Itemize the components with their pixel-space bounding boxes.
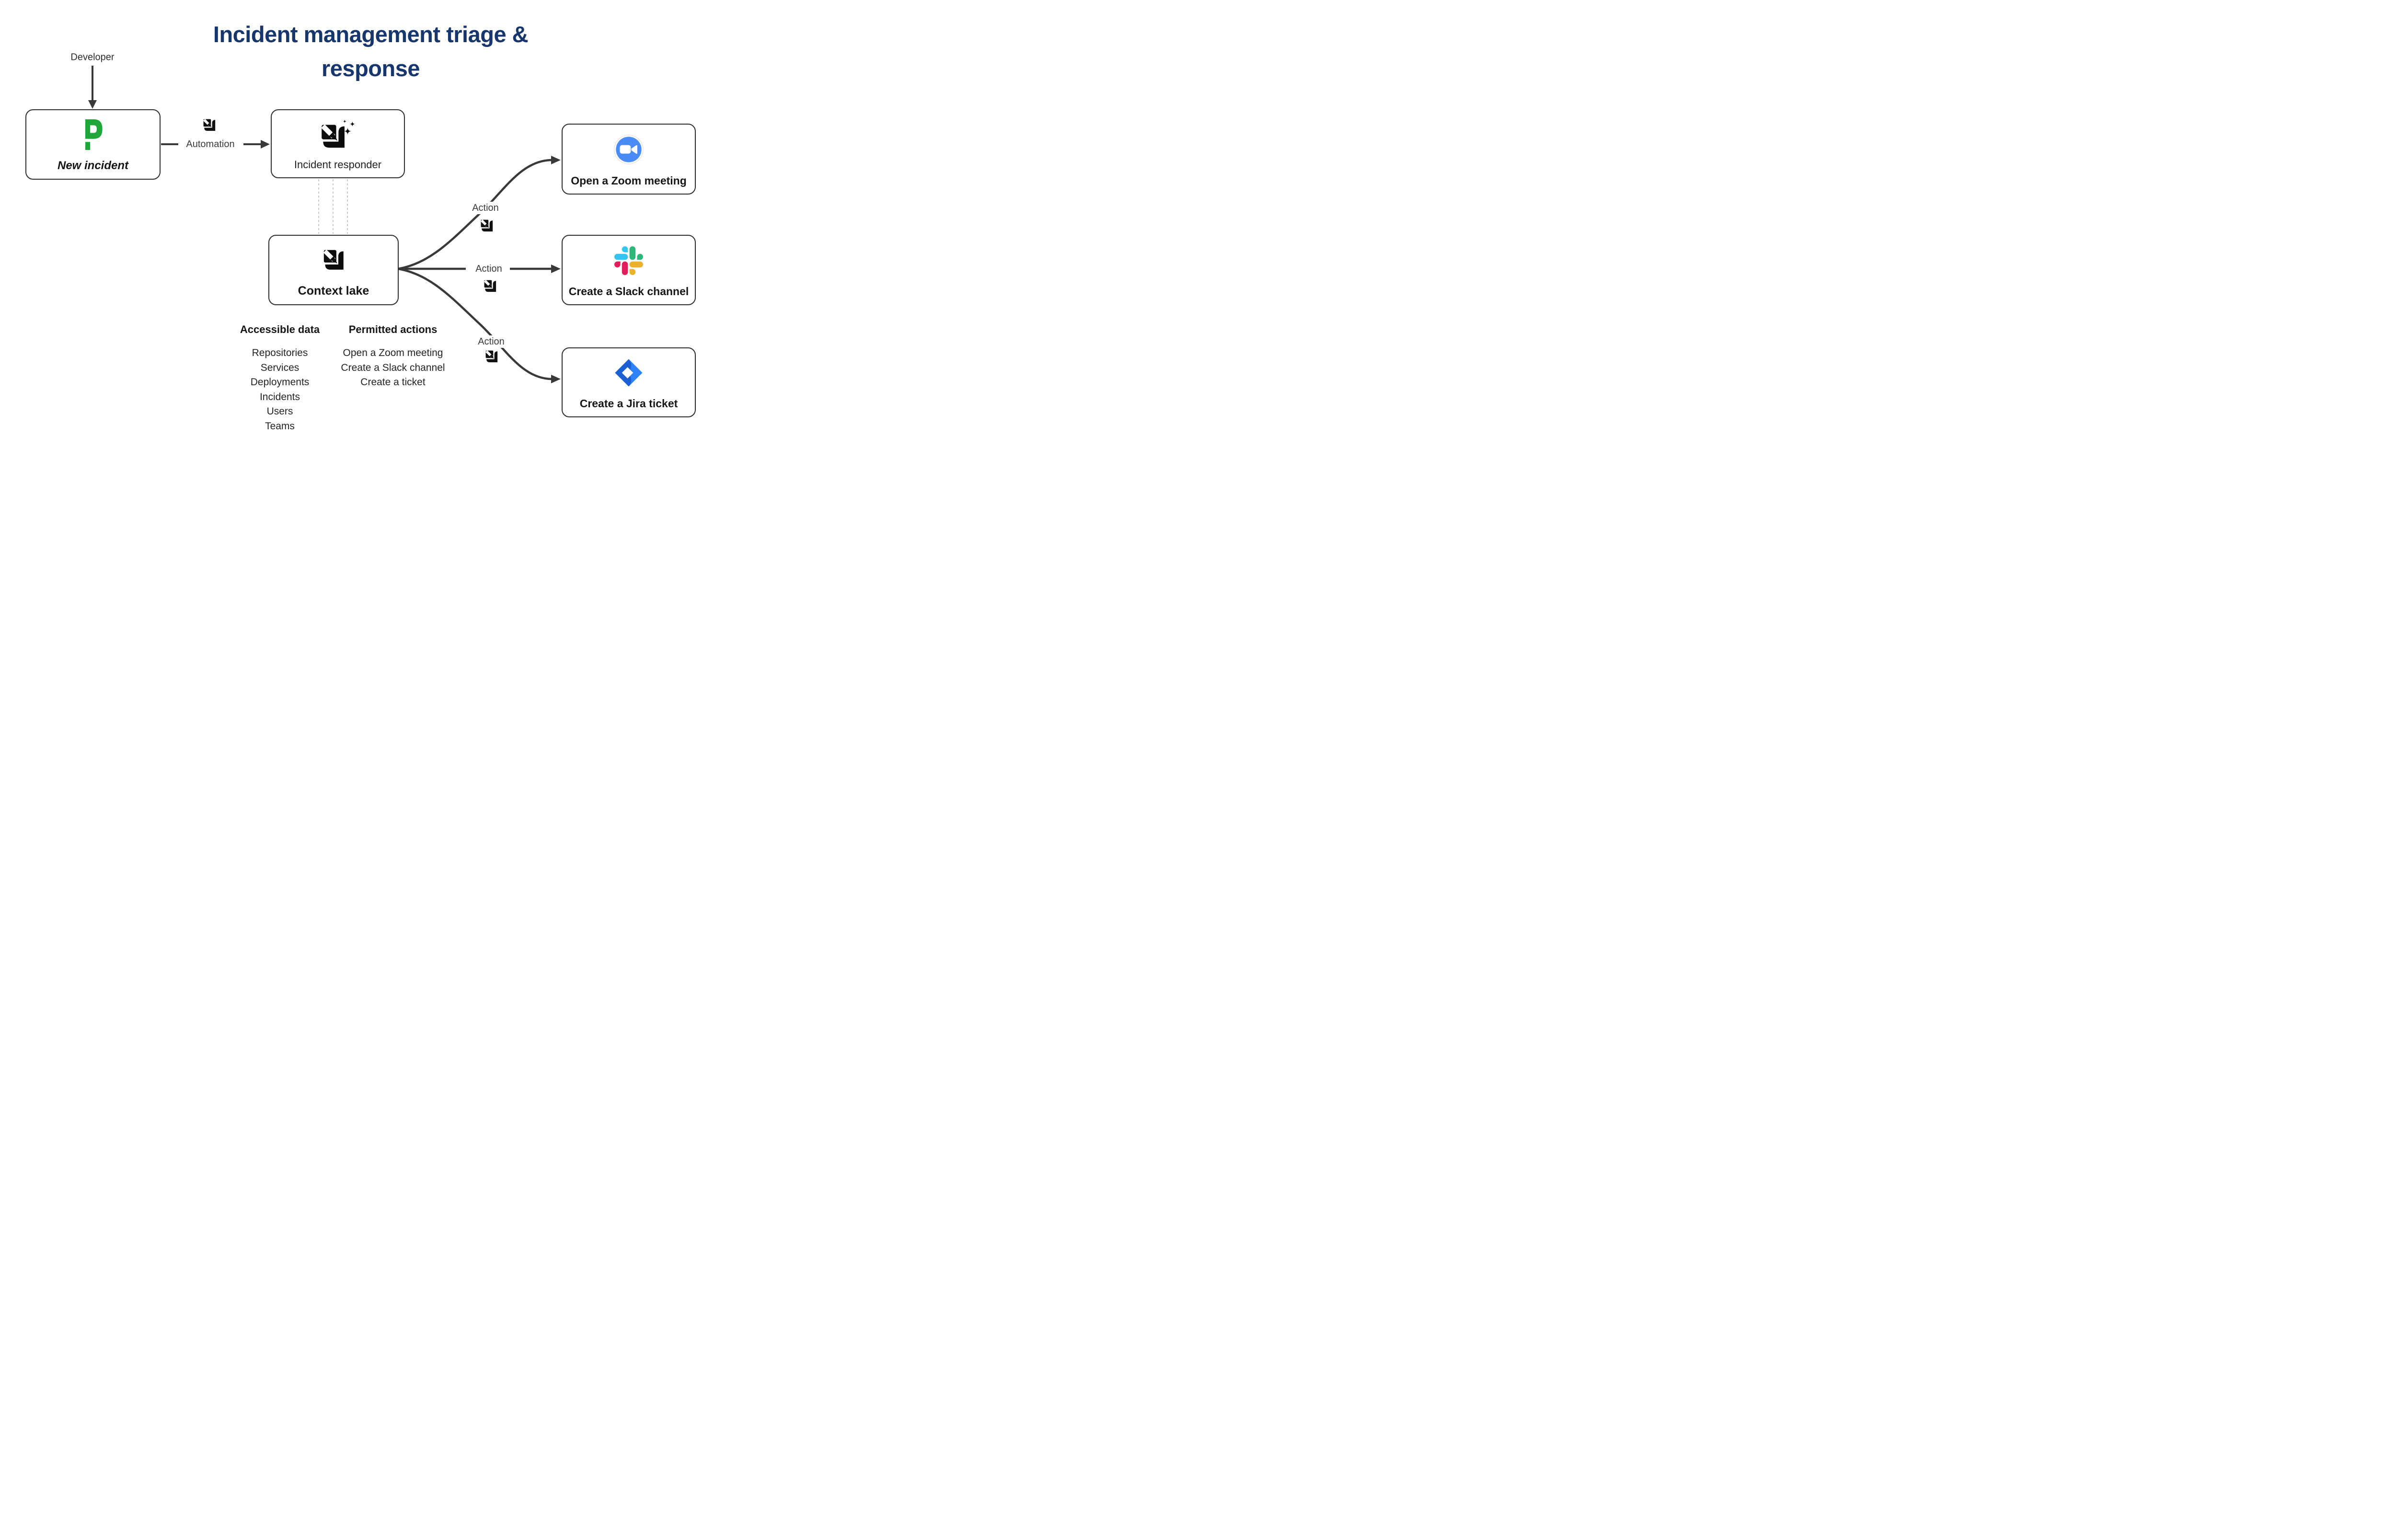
list-item: Open a Zoom meeting <box>343 347 443 358</box>
permitted-actions-list: Open a Zoom meeting Create a Slack chann… <box>341 346 445 390</box>
corner-arrow-icon <box>484 349 499 364</box>
list-item: Services <box>260 362 300 373</box>
node-label: Open a Zoom meeting <box>571 174 687 187</box>
corner-arrow-icon <box>323 236 345 284</box>
node-create-jira-ticket: Create a Jira ticket <box>562 347 696 417</box>
action-arrow-middle <box>398 264 561 273</box>
diagram-canvas: Incident management triage & response De… <box>0 0 741 479</box>
action-label-middle: Action <box>472 263 505 275</box>
jira-icon <box>614 348 644 397</box>
automation-arrow <box>161 140 270 149</box>
node-label: Incident responder <box>294 159 382 171</box>
page-title-line2: response <box>322 56 420 81</box>
pagerduty-icon <box>82 110 104 159</box>
page-title-line1: Incident management triage & <box>213 22 529 47</box>
developer-arrow <box>88 66 97 109</box>
permitted-actions-heading: Permitted actions <box>348 323 438 335</box>
zoom-camera-icon <box>614 125 644 174</box>
corner-arrow-icon <box>202 117 217 133</box>
list-item: Users <box>266 406 293 417</box>
list-item: Deployments <box>250 377 310 388</box>
page-title: Incident management triage & response <box>0 17 741 85</box>
list-item: Create a Slack channel <box>341 362 445 373</box>
automation-label: Automation <box>183 138 238 150</box>
node-create-slack-channel: Create a Slack channel <box>562 235 696 305</box>
agent-sparkle-icon <box>320 110 356 159</box>
action-label-bottom: Action <box>475 335 507 348</box>
corner-arrow-icon <box>483 278 498 294</box>
node-label: Context lake <box>298 284 369 298</box>
node-label: New incident <box>57 159 129 172</box>
accessible-data-heading: Accessible data <box>240 323 320 335</box>
slack-icon <box>614 236 643 285</box>
dotted-links <box>318 179 348 234</box>
node-open-zoom-meeting: Open a Zoom meeting <box>562 124 696 195</box>
developer-label: Developer <box>70 52 115 63</box>
list-item: Incidents <box>259 391 300 402</box>
list-item: Repositories <box>252 347 308 358</box>
action-arrow-bottom <box>398 267 561 383</box>
list-item: Teams <box>265 420 295 432</box>
node-incident-responder: Incident responder <box>271 109 405 178</box>
node-context-lake: Context lake <box>268 235 399 305</box>
node-label: Create a Slack channel <box>568 285 689 298</box>
node-new-incident: New incident <box>25 109 161 180</box>
connector-layer <box>88 66 561 383</box>
list-item: Create a ticket <box>360 377 426 388</box>
corner-arrow-icon <box>479 218 495 233</box>
accessible-data-list: Repositories Services Deployments Incide… <box>251 346 310 434</box>
node-label: Create a Jira ticket <box>579 397 678 410</box>
action-label-top: Action <box>469 202 502 214</box>
